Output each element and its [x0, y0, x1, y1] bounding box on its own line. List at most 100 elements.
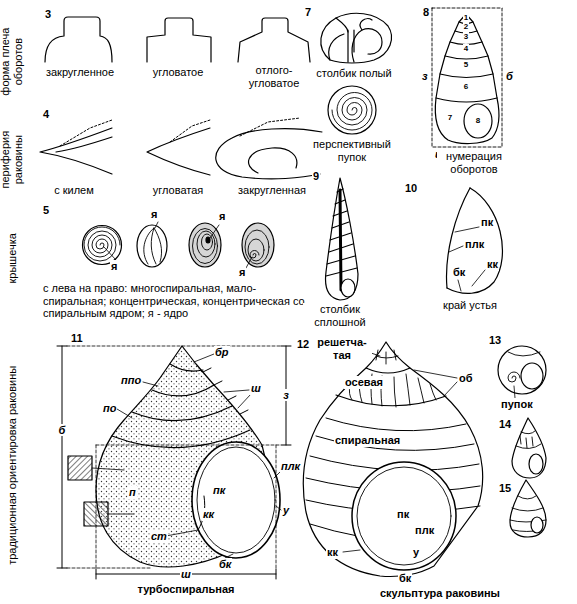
part-label: бк	[452, 266, 466, 279]
slender-shell	[326, 178, 358, 300]
whorl-numbering-shell	[432, 8, 502, 147]
umbilicus-view	[328, 86, 376, 134]
operculum-shapes	[83, 226, 122, 265]
operculum-shapes	[104, 222, 252, 268]
small-shells	[531, 517, 543, 533]
shell-section	[352, 29, 382, 62]
turbospiral-shell	[68, 456, 92, 480]
whorl-numbering-shell	[435, 14, 499, 144]
shell-section	[329, 18, 372, 60]
part-label: ппо	[120, 374, 142, 387]
whorl-numbering-shell	[464, 104, 492, 138]
shell-section	[321, 13, 392, 63]
section-title: крышечка	[6, 232, 19, 284]
part-label: спиральная	[334, 434, 401, 447]
small-shells	[508, 352, 540, 356]
operculum-shapes	[245, 230, 269, 264]
part-label: я	[150, 208, 158, 221]
part-label: пк	[396, 508, 410, 521]
operculum-shapes	[206, 237, 210, 243]
figure-number: 8	[422, 6, 430, 19]
operculum-shapes	[248, 239, 264, 261]
part-label: плк	[280, 460, 301, 473]
figure-number: 12	[296, 338, 310, 351]
figure-number: 7	[304, 6, 312, 19]
figure-number: 5	[42, 204, 50, 217]
part-label: с килем	[53, 184, 95, 197]
part-label: угловатое	[152, 66, 205, 79]
part-label: столбик полый	[315, 67, 392, 80]
whorl-number: 8	[475, 116, 481, 125]
part-label: об	[458, 372, 474, 385]
part-label: п	[128, 486, 137, 499]
turbospiral-shell	[84, 502, 108, 526]
periphery-shapes	[240, 118, 300, 136]
turbospiral-shell	[57, 346, 67, 568]
periphery-shapes	[60, 120, 112, 146]
whorl-number: 6	[463, 82, 469, 91]
part-label: осевая	[344, 376, 384, 389]
part-label: я	[218, 210, 226, 223]
figure-number: 9	[312, 170, 320, 183]
periphery-shapes	[40, 118, 322, 179]
caption-note: с лева на право: многоспиральная, мало- …	[42, 282, 314, 320]
figure-number: 4	[42, 108, 50, 121]
periphery-shapes	[249, 148, 297, 173]
shoulder-shapes	[238, 18, 310, 62]
slender-shell	[341, 279, 355, 297]
small-shells	[498, 346, 546, 394]
turbospiral-shell	[197, 447, 275, 553]
small-shells	[521, 363, 543, 389]
sculptured-shell	[336, 368, 446, 406]
figure-number: 15	[498, 482, 512, 495]
whorl-number: 4	[463, 44, 469, 53]
umbilicus-view	[332, 93, 372, 131]
figure-number: 10	[404, 182, 418, 195]
shoulder-shapes	[147, 18, 211, 62]
small-shells	[508, 372, 520, 382]
figure-number: 3	[44, 8, 52, 21]
part-label: пк	[480, 216, 494, 229]
part-label: перспективный пупок	[306, 138, 398, 163]
section-title: форма плеча оборотов	[0, 25, 25, 99]
periphery-shapes	[147, 128, 210, 175]
whorl-numbering-shell	[436, 22, 497, 102]
turbospiral-shell	[192, 442, 280, 558]
part-label: з	[282, 389, 290, 402]
part-label: столбик сплошной	[303, 303, 377, 328]
part-label: по	[102, 402, 117, 415]
sculptured-shell	[303, 342, 482, 577]
part-label: край устья	[442, 299, 498, 312]
sculptured-shell	[343, 352, 457, 552]
turbospiral-shell	[281, 346, 291, 445]
small-shells	[514, 386, 515, 398]
figure-number: 14	[498, 418, 512, 431]
figure-number: 13	[488, 334, 502, 347]
sculptured-shell	[357, 467, 451, 565]
part-label: кк	[202, 508, 215, 521]
part-label: угловатая	[152, 184, 205, 197]
section-title: традиционная ориентировка раковины	[6, 364, 19, 565]
slender-shell	[326, 178, 358, 300]
operculum-shapes	[193, 229, 218, 264]
operculum-shapes	[242, 223, 274, 267]
part-label: ш	[180, 568, 192, 581]
aperture-outline	[447, 188, 502, 293]
turbospiral-shell	[96, 445, 276, 569]
part-label: отлого- угловатое	[241, 64, 307, 89]
part-label: бк	[218, 558, 232, 571]
turbospiral-shell	[57, 346, 291, 579]
part-label: ст	[150, 530, 168, 543]
shoulder-shapes	[45, 17, 310, 62]
operculum-shapes	[137, 225, 167, 267]
turbospiral-shell	[67, 346, 281, 568]
shell-section	[348, 30, 354, 62]
part-label: б	[58, 424, 67, 437]
part-label: турбоспиральная	[136, 583, 235, 596]
turbospiral-shell	[117, 354, 281, 558]
periphery-shapes	[56, 137, 112, 152]
part-label: у	[282, 504, 290, 517]
operculum-shapes	[250, 251, 259, 259]
part-label: плк	[414, 524, 435, 537]
